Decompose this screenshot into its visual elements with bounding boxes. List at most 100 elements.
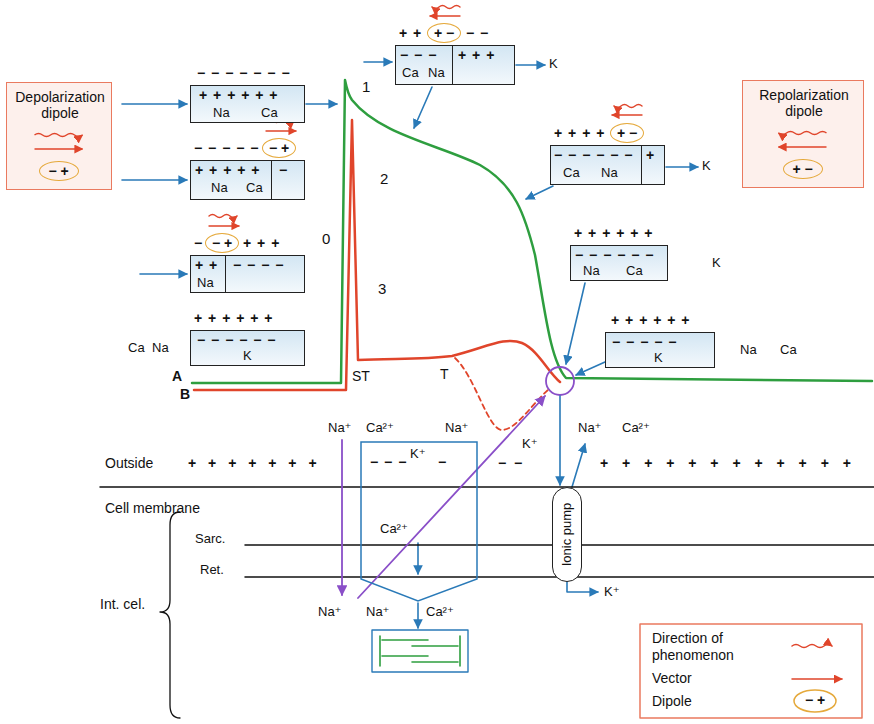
ion-label: K [654,350,663,366]
leader-arrow [567,582,598,592]
legend-wavy-sample [792,645,832,648]
cell-box: + + + + + +− − − − − −K [190,330,305,366]
charge-signs: − [438,454,447,471]
leader-arrow [122,103,187,105]
junction-circle [546,367,574,395]
label: Na [740,342,757,358]
label: K [702,158,711,174]
charge-signs: − − − − [233,257,284,274]
charge-signs: − − − − − − [554,147,634,164]
leader-arrow [576,362,605,375]
leader-arrow [572,444,585,487]
leader-arrow [122,179,187,181]
vector-arrow [266,130,296,131]
dipole-signs: − + [269,141,289,155]
label: Na⁺ [318,604,341,620]
pump-label: Ionic pump [561,503,574,567]
charge-signs: + + + + + + [611,312,691,329]
ionic-pump: Ionic pump [552,487,582,582]
legend-dipole-sample [794,690,836,712]
charge-signs: − − − − − − − [197,65,291,82]
dipole-oval: + − [783,159,823,179]
ion-label: Ca [246,180,263,196]
charge-signs: + + + [243,235,280,252]
vector-arrow [430,15,460,16]
charge-signs: + + + [458,47,495,64]
dipole-oval: − + [39,161,79,181]
vector-arrow [612,114,642,115]
label: K [712,255,721,271]
charge-signs: − + [795,693,835,707]
vector-arrow [209,225,239,226]
label: ST [352,368,370,385]
charge-signs: − − − − − − [575,247,655,264]
charge-signs: + + + + + + + + + + + + [600,455,856,472]
membrane-line [100,486,874,488]
charge-signs: − − − − − [612,334,677,351]
ion-label: K [243,348,252,364]
dipole-key-box: Depolarization dipole − + [6,82,112,190]
key-title: Depolarization dipole [11,89,109,121]
ion-label: Na [197,275,214,291]
ion-label: Ca [261,105,278,121]
charge-signs: − − − − − − [197,332,277,349]
key-title: Repolarization dipole [747,87,861,119]
charge-signs: − [194,235,203,252]
legend-text: Direction of phenomenon [652,630,772,664]
label: Ca²⁺ [366,420,394,436]
label: Sarc. [195,531,225,547]
leader-arrow [414,87,432,128]
label: Na⁺ [366,604,389,620]
label: 3 [378,280,386,298]
label: Na⁺ [578,420,601,436]
charge-signs: + + + + [554,125,605,142]
cell-box: + + + +− − − − − −+CaNa [550,145,665,185]
leader-arrow [364,61,392,63]
dipole-oval: − + [262,138,296,158]
label: Ca [780,342,797,358]
legend-box [640,624,862,718]
legend-vector-sample [792,678,842,680]
charge-signs: − − [498,455,524,472]
ion-label: Na [428,65,445,81]
z-line [380,636,460,666]
charge-signs: + + + + + [195,162,260,179]
ion-label: Ca [626,263,643,279]
legend-text: Dipole [652,693,692,710]
dipole-key-box: Repolarization dipole + − [742,80,864,188]
label: Na⁺ [445,420,468,436]
charge-signs: − [279,162,288,179]
leader-arrow [516,64,545,66]
divider-line [225,256,226,292]
leader-arrow [566,283,585,364]
cell-box: + + + + + +− − − − − −NaCa [570,245,668,281]
label: Ca²⁺ [622,420,650,436]
dipole-signs: − + [212,236,232,250]
dipole-oval: + − [427,23,461,43]
label: Na⁺ [328,420,351,436]
ion-label: Ca²⁺ [380,521,408,537]
dipole-signs: + − [617,126,637,140]
label: Ca [128,340,145,356]
dipole-signs: − + [48,164,68,178]
dipole-oval: − + [205,233,239,253]
charge-signs: A [172,368,182,385]
charge-signs: − − − − − [194,140,259,157]
label: Int. cel. [100,596,145,613]
dipole-oval: + − [610,123,644,143]
divider-line [452,46,453,84]
ion-label: K⁺ [410,446,426,462]
label: Na [152,340,169,356]
dipole-signs: + − [434,26,454,40]
leader-arrow [306,103,337,105]
label: K [549,56,558,72]
cell-box: −+ + ++ +− − − −Na [190,255,305,293]
direction-wavy-arrow [432,6,460,9]
direction-wavy-arrow [35,134,83,137]
cell-box: + + + + + +− − − − −K [605,332,715,368]
charge-signs: + + [195,257,218,274]
charge-signs: − − [466,25,489,42]
charge-signs: + [646,147,655,164]
label: K⁺ [522,436,538,452]
